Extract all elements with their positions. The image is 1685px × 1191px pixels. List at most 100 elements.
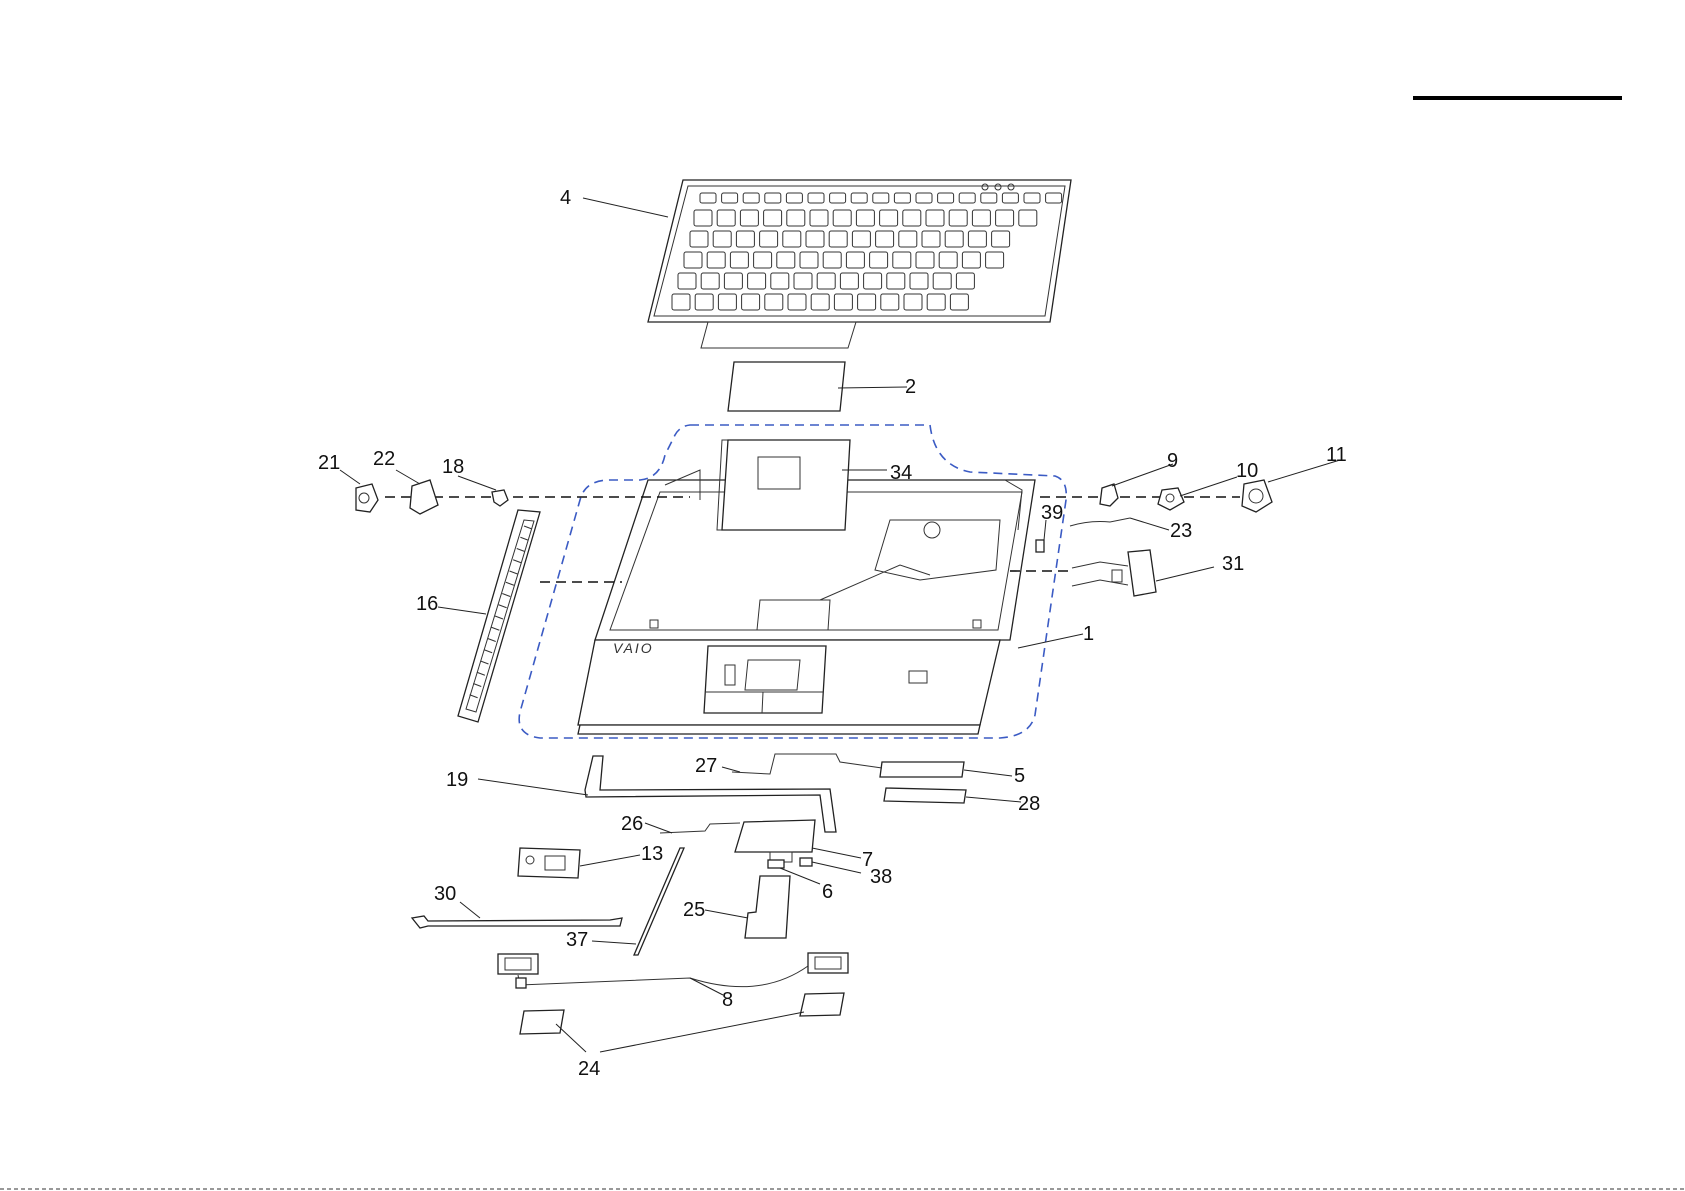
flex-part-26 <box>660 823 740 833</box>
label-23: 23 <box>1170 520 1192 542</box>
keyboard-key <box>992 231 1010 247</box>
keyboard-key <box>880 210 898 226</box>
keyboard-key <box>887 273 905 289</box>
keyboard-key <box>788 294 806 310</box>
pad-part-2 <box>728 362 845 411</box>
keyboard-key <box>678 273 696 289</box>
keyboard-key <box>742 294 760 310</box>
label-22: 22 <box>373 448 395 470</box>
keyboard-key <box>748 273 766 289</box>
label-10: 10 <box>1236 460 1258 482</box>
keyboard-key <box>910 273 928 289</box>
keyboard-key <box>833 210 851 226</box>
label-30: 30 <box>434 883 456 905</box>
label-9: 9 <box>1167 450 1178 472</box>
label-31: 31 <box>1222 553 1244 575</box>
keyboard-key <box>810 210 828 226</box>
label-19: 19 <box>446 769 468 791</box>
keyboard-key <box>981 193 997 203</box>
keyboard-key <box>830 193 846 203</box>
keyboard-key <box>806 231 824 247</box>
label-34: 34 <box>890 462 912 484</box>
board-part-7 <box>735 820 815 862</box>
keyboard-key <box>834 294 852 310</box>
pad-part-24-left <box>520 1010 564 1034</box>
keyboard-key <box>945 231 963 247</box>
keyboard-key <box>690 231 708 247</box>
keyboard-key <box>786 193 802 203</box>
keyboard-key <box>959 193 975 203</box>
keyboard-key <box>713 231 731 247</box>
keyboard-key <box>808 193 824 203</box>
label-8: 8 <box>722 989 733 1011</box>
keyboard-key <box>783 231 801 247</box>
label-2: 2 <box>905 376 916 398</box>
keyboard-key <box>876 231 894 247</box>
strip-part-28 <box>884 788 966 803</box>
keyboard-key <box>956 273 974 289</box>
plate-part-34 <box>722 440 850 530</box>
keyboard-key <box>701 273 719 289</box>
hinge-cover-part-22 <box>410 480 438 514</box>
keyboard-key <box>800 252 818 268</box>
keyboard-key <box>754 252 772 268</box>
keyboard-key <box>787 210 805 226</box>
keyboard-key <box>717 210 735 226</box>
part-6 <box>768 860 784 868</box>
keyboard-key <box>829 231 847 247</box>
board-part-5 <box>818 754 964 777</box>
keyboard-key <box>916 252 934 268</box>
side-bar-part-16 <box>458 510 540 722</box>
keyboard-key <box>881 294 899 310</box>
label-39: 39 <box>1041 502 1063 524</box>
clip-part-39 <box>1036 540 1044 552</box>
pad-part-24-right <box>800 993 844 1016</box>
keyboard-key <box>1024 193 1040 203</box>
keyboard-key <box>926 210 944 226</box>
keyboard-key <box>777 252 795 268</box>
label-21: 21 <box>318 452 340 474</box>
keyboard-key <box>996 210 1014 226</box>
keyboard-part-4 <box>648 180 1071 348</box>
hinge-part-10 <box>1158 488 1184 510</box>
keyboard-key <box>764 210 782 226</box>
keyboard-key <box>968 231 986 247</box>
keyboard-key <box>939 252 957 268</box>
keyboard-key <box>840 273 858 289</box>
speaker-part-8 <box>498 953 848 988</box>
keyboard-key <box>694 210 712 226</box>
keyboard-key <box>899 231 917 247</box>
label-6: 6 <box>822 881 833 903</box>
label-25: 25 <box>683 899 705 921</box>
keyboard-key <box>904 294 922 310</box>
label-38: 38 <box>870 866 892 888</box>
keyboard-key <box>846 252 864 268</box>
keyboard-key <box>765 193 781 203</box>
keyboard-key <box>1002 193 1018 203</box>
keyboard-key <box>707 252 725 268</box>
keyboard-key <box>740 210 758 226</box>
keyboard-key <box>873 193 889 203</box>
label-4: 4 <box>560 187 571 209</box>
keyboard-key <box>722 193 738 203</box>
keyboard-key <box>852 231 870 247</box>
hinge-ring-part-9 <box>1100 484 1118 506</box>
keyboard-key <box>1019 210 1037 226</box>
label-16: 16 <box>416 593 438 615</box>
keyboard-key <box>933 273 951 289</box>
label-24: 24 <box>578 1058 600 1080</box>
keyboard-key <box>851 193 867 203</box>
keyboard-key <box>922 231 940 247</box>
keyboard-key <box>972 210 990 226</box>
part-38 <box>800 858 812 866</box>
keyboard-key <box>938 193 954 203</box>
keyboard-key <box>730 252 748 268</box>
keyboard-key <box>864 273 882 289</box>
keyboard-key <box>817 273 835 289</box>
hinge-cap-part-21 <box>356 484 378 512</box>
keyboard-key <box>765 294 783 310</box>
keyboard-key <box>986 252 1004 268</box>
keyboard-key <box>695 294 713 310</box>
board-part-13 <box>518 848 580 878</box>
keyboard-key <box>794 273 812 289</box>
